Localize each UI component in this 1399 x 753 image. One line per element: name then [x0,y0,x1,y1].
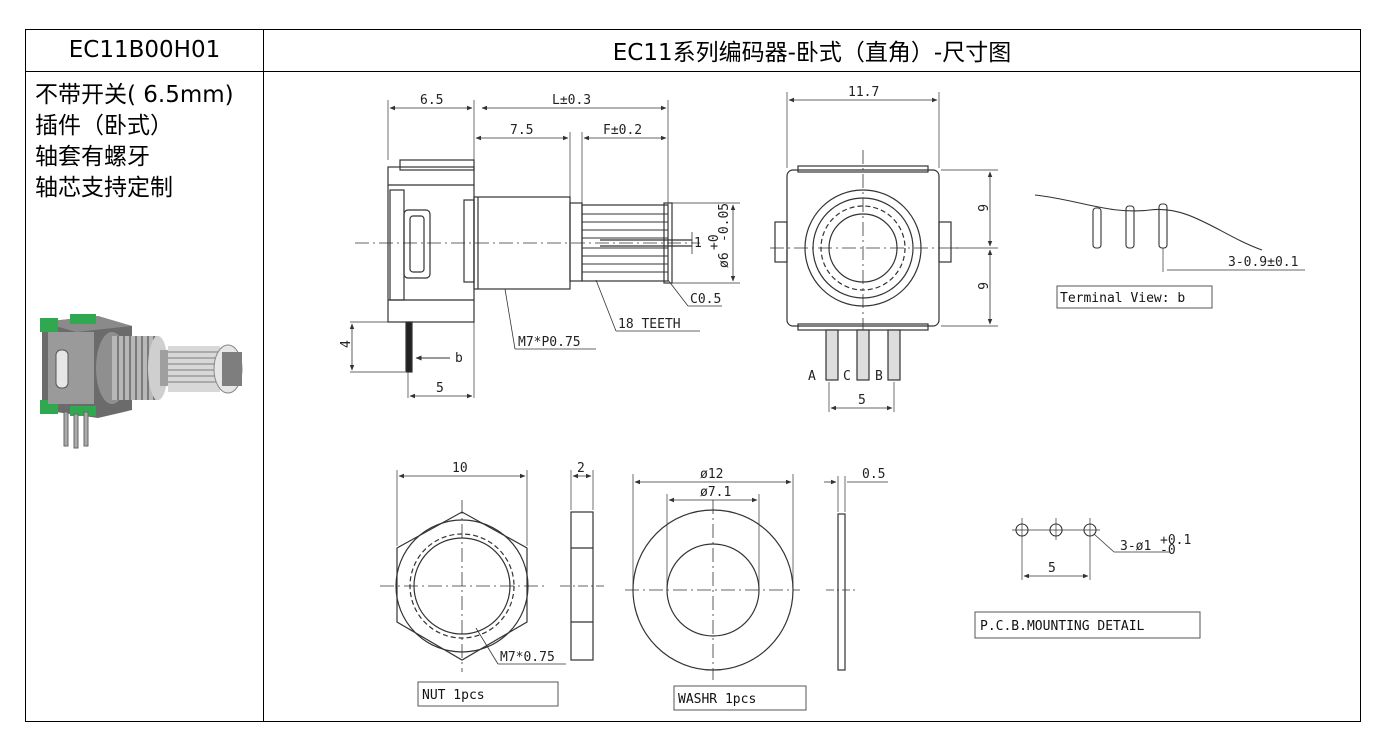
chamfer-label: C0.5 [690,292,721,307]
nut-dim-width: 10 [452,461,468,476]
table-column-divider [263,29,264,722]
teeth-label: 18 TEETH [618,317,681,332]
dim-front-width: 11.7 [848,85,879,100]
terminal-dim: 3-0.9±0.1 [1228,255,1298,270]
dim-body: 6.5 [420,93,443,108]
dim-pin-offset: 5 [436,381,444,396]
washer-dim-thickness: 0.5 [862,467,885,482]
pcb-hole-tol-top: +0.1 [1160,533,1191,548]
dim-diameter-tol-top: +0 [707,234,722,250]
dim-shaft-diameter: ø6 [717,252,732,268]
spec-table-frame [25,29,1361,722]
front-view-drawing [770,92,998,412]
dim-step: 1 [694,236,702,251]
pin-c-label: C [843,369,851,384]
feature-list: 不带开关( 6.5mm) 插件（卧式） 轴套有螺牙 轴芯支持定制 [35,80,234,204]
terminal-label-box [1056,285,1213,309]
feature-item: 轴芯支持定制 [35,175,173,201]
dim-bushing: 7.5 [510,123,533,138]
dim-diameter-tol-bottom: -0.05 [717,203,732,242]
pin-b-label: B [875,369,883,384]
terminal-view-drawing [1034,194,1305,272]
feature-item: 轴套有螺牙 [35,144,150,170]
feature-item: 不带开关( 6.5mm) [35,82,234,108]
dim-pin-height: 4 [339,340,354,348]
pcb-mounting-drawing [1012,518,1170,580]
dim-front-half-bottom: 6 [974,282,989,290]
pcb-label: P.C.B.MOUNTING DETAIL [980,619,1145,634]
washer-label-box [673,685,807,711]
thread-label: M7*P0.75 [518,335,581,350]
pcb-hole-dim: 3-ø1 [1120,539,1151,554]
pcb-label-box [974,611,1201,639]
table-row-divider [25,71,1361,72]
washer-dim-outer: ø12 [700,467,723,482]
model-number: EC11B00H01 [68,37,221,63]
encoder-product-image [40,314,243,449]
dim-flat: F±0.2 [603,123,642,138]
terminal-label: Terminal View: b [1060,291,1185,306]
dim-front-half-top: 6 [974,204,989,212]
nut-thread-label: M7*0.75 [500,650,555,665]
washer-label: WASHR 1pcs [678,692,756,707]
nut-label-box [417,681,559,707]
feature-item: 插件（卧式） [35,113,173,139]
nut-label: NUT 1pcs [422,688,485,703]
dim-front-pitch: 5 [858,393,866,408]
pcb-dim-pitch: 5 [1048,561,1056,576]
washer-dim-inner: ø7.1 [700,485,731,500]
series-title: EC11系列编码器-卧式（直角）-尺寸图 [612,40,1012,66]
pcb-hole-tol-bottom: -0 [1160,543,1176,558]
side-view-drawing [349,100,740,399]
nut-drawing [380,470,604,672]
pin-a-label: A [808,369,816,384]
dim-length: L±0.3 [552,93,591,108]
nut-dim-thickness: 2 [577,461,585,476]
washer-drawing [625,474,888,680]
pin-label-b: b [455,351,463,366]
